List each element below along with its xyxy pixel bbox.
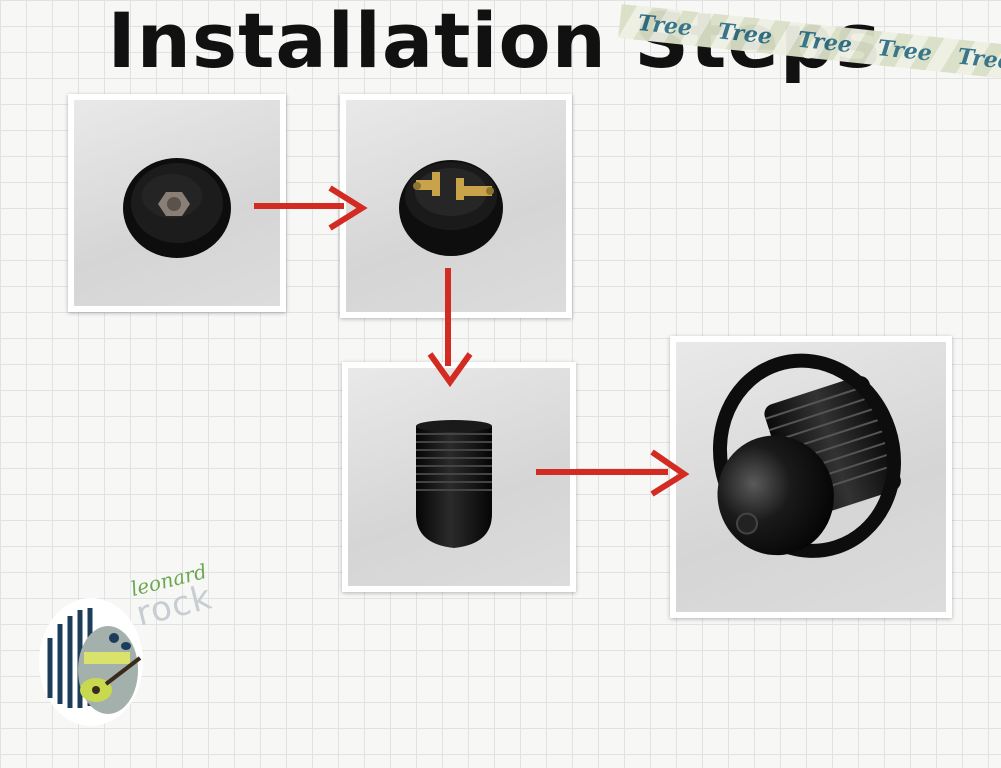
step-3-photo xyxy=(342,362,576,592)
threaded-shell-icon xyxy=(416,420,492,548)
step-4-photo xyxy=(670,336,952,618)
tape-word: Tree xyxy=(716,18,774,50)
step-2-photo xyxy=(340,94,572,318)
assembled-socket-icon xyxy=(712,353,901,558)
tape-word: Tree xyxy=(636,9,694,42)
socket-terminals-icon xyxy=(399,160,503,256)
tape-word: Tree xyxy=(956,43,1001,76)
socket-cap-icon xyxy=(123,158,231,258)
tape-word: Tree xyxy=(796,26,854,59)
hedgehog-mascot-icon xyxy=(39,598,143,726)
tape-word: Tree xyxy=(876,35,934,67)
step-1-photo xyxy=(68,94,286,312)
